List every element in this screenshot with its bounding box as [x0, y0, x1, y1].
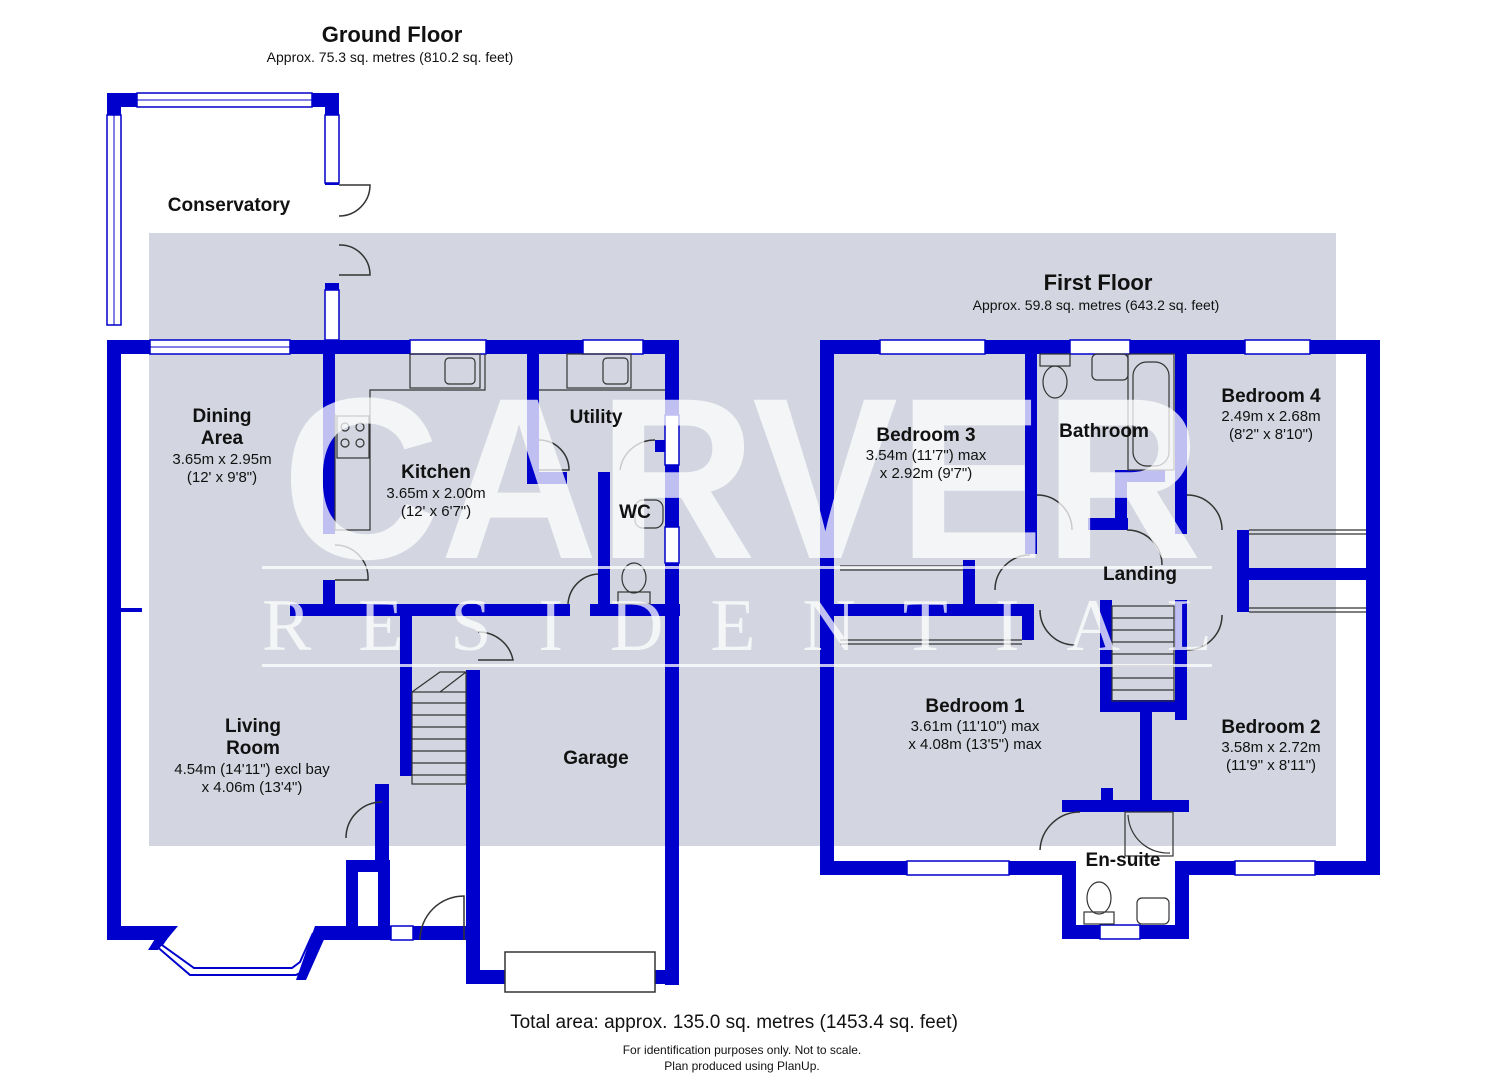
ground-floor-area: Approx. 75.3 sq. metres (810.2 sq. feet) — [267, 49, 514, 65]
ground-floor-title: Ground Floor — [322, 22, 463, 47]
room-bedroom2-dim-2: (11'9" x 8'11") — [1226, 757, 1316, 774]
room-living-dim-1: 4.54m (14'11") excl bay — [174, 761, 330, 778]
first-floor-doors — [994, 494, 1223, 851]
room-landing-name: Landing — [1103, 564, 1177, 585]
room-bedroom4-dim-2: (8'2" x 8'10") — [1229, 426, 1313, 443]
room-bedroom1-name: Bedroom 1 — [925, 696, 1025, 717]
first-floor-fixtures — [1039, 353, 1175, 925]
ground-floor-doors — [334, 184, 656, 941]
room-kitchen-dim-2: (12' x 6'7") — [401, 503, 471, 520]
room-dining-name-1: Dining — [192, 406, 251, 427]
room-bedroom3-dim-1: 3.54m (11'7") max — [866, 447, 987, 464]
room-bedroom2-dim-1: 3.58m x 2.72m — [1221, 739, 1320, 756]
footer-note-2: Plan produced using PlanUp. — [664, 1059, 819, 1073]
room-bedroom4-name: Bedroom 4 — [1221, 386, 1321, 407]
room-kitchen-dim-1: 3.65m x 2.00m — [386, 485, 485, 502]
watermark-rule-top — [262, 566, 1212, 569]
room-bedroom1-dim-1: 3.61m (11'10") max — [911, 718, 1040, 735]
first-floor-walls — [820, 340, 1380, 939]
watermark-carver: CARVER — [282, 350, 1202, 607]
room-garage-name: Garage — [563, 748, 628, 769]
room-living-name-1: Living — [225, 716, 281, 737]
first-floor-title: First Floor — [1044, 270, 1153, 295]
room-utility-name: Utility — [570, 407, 623, 428]
room-bedroom4-dim-1: 2.49m x 2.68m — [1221, 408, 1320, 425]
first-floor-windows — [879, 339, 1316, 940]
total-area: Total area: approx. 135.0 sq. metres (14… — [510, 1012, 958, 1033]
room-living-dim-2: x 4.06m (13'4") — [202, 779, 303, 796]
room-ensuite-name: En-suite — [1086, 850, 1161, 871]
room-kitchen-name: Kitchen — [401, 462, 471, 483]
room-conservatory-name: Conservatory — [168, 195, 291, 216]
ground-floor-stairs — [411, 671, 467, 785]
first-floor-area: Approx. 59.8 sq. metres (643.2 sq. feet) — [973, 297, 1220, 313]
room-bathroom-name: Bathroom — [1059, 421, 1149, 442]
footer-note-1: For identification purposes only. Not to… — [623, 1043, 862, 1057]
bay-window — [153, 932, 321, 976]
ground-floor-windows — [106, 92, 680, 993]
watermark-panel — [149, 233, 1336, 846]
room-living-name-2: Room — [226, 738, 280, 759]
kitchen-fixtures — [334, 353, 665, 605]
watermark-rule-bottom — [262, 664, 1212, 667]
room-bedroom3-dim-2: x 2.92m (9'7") — [880, 465, 972, 482]
room-dining-dim-2: (12' x 9'8") — [187, 469, 257, 486]
room-bedroom1-dim-2: x 4.08m (13'5") max — [908, 736, 1042, 753]
room-dining-name-2: Area — [201, 428, 244, 449]
room-wc-name: WC — [619, 502, 651, 523]
room-dining-dim-1: 3.65m x 2.95m — [172, 451, 271, 468]
room-bedroom2-name: Bedroom 2 — [1221, 717, 1320, 738]
room-bedroom3-name: Bedroom 3 — [876, 425, 975, 446]
